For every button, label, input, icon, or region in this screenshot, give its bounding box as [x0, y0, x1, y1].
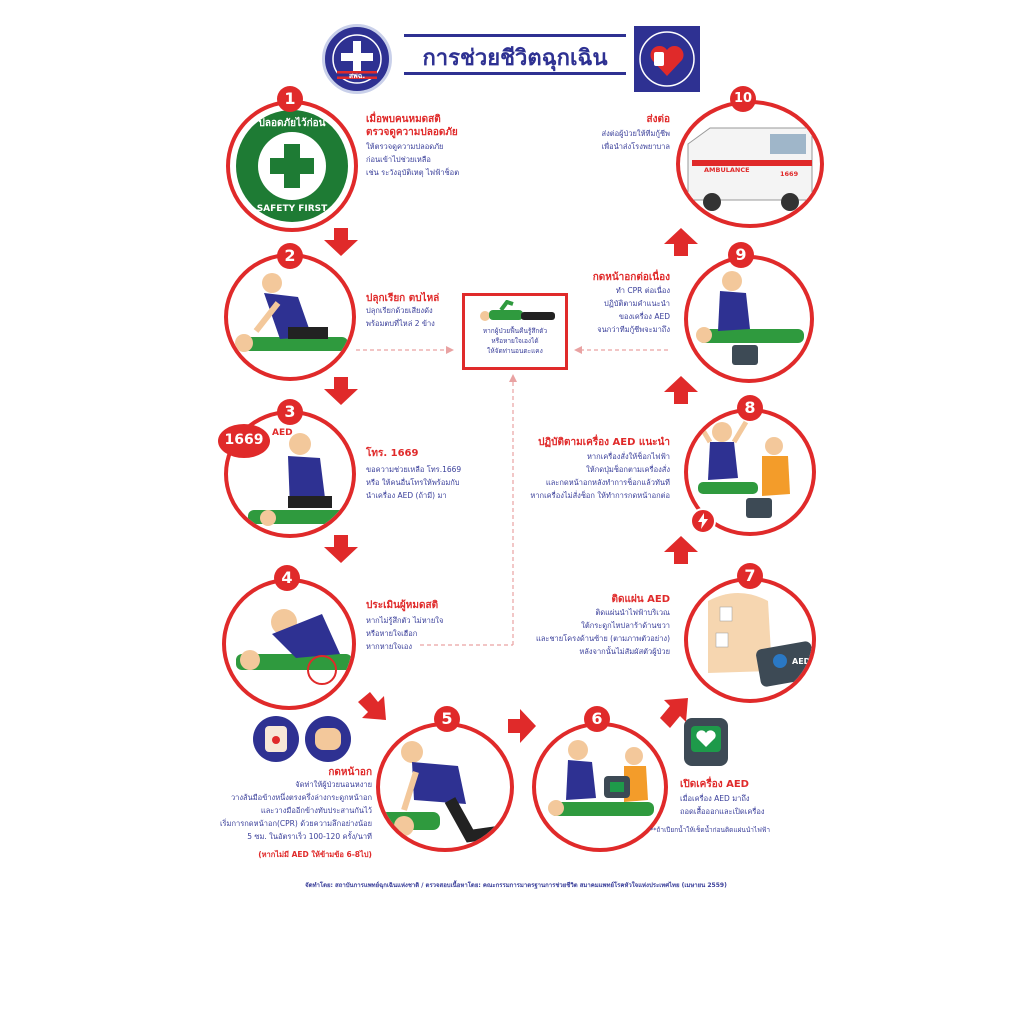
step-6-number: 6: [584, 706, 610, 732]
step-1-number: 1: [277, 86, 303, 112]
ambulance-label: AMBULANCE: [704, 166, 750, 174]
step-9-number: 9: [728, 242, 754, 268]
step-6-body: เมื่อเครื่อง AED มาถึง ถอดเสื้อออกและเปิ…: [680, 794, 765, 816]
arrow-9-10: [664, 228, 698, 256]
step-2-body: ปลุกเรียกด้วยเสียงดัง พร้อมตบที่ไหล่ 2 ข…: [366, 306, 435, 328]
wake-patient-illustration: [235, 273, 348, 352]
ambulance-icon: [687, 127, 813, 211]
step-8-body: หากเครื่องสั่งให้ช็อกไฟฟ้า ให้กดปุ่มช็อก…: [530, 452, 670, 500]
phone-call-illustration: [248, 433, 348, 526]
header: สพฉ. การช่วยชีวิตฉุกเฉิน: [318, 20, 708, 98]
step-6-circle: [532, 722, 668, 852]
arrow-5-6: [508, 709, 536, 743]
step-9-circle: [684, 255, 814, 383]
step-10-body: ส่งต่อผู้ป่วยให้ทีมกู้ชีพ เพื่อนำส่งโรงพ…: [601, 129, 670, 151]
call-1669-bubble: 1669: [218, 424, 270, 458]
step-7-body: ติดแผ่นนำไฟฟ้าบริเวณ ใต้กระดูกไหปลาร้าด้…: [535, 608, 670, 656]
ambulance-number: 1669: [780, 170, 799, 178]
center-box-text: หากผู้ป่วยฟื้นคืนรู้สึกตัว หรือหายใจเองไ…: [482, 327, 548, 355]
badge-top-text: ปลอดภัยไว้ก่อน: [258, 118, 326, 129]
step-4-title: ประเมินผู้หมดสติ: [366, 600, 439, 611]
step-7-number: 7: [737, 563, 763, 589]
logo-text: สพฉ.: [348, 72, 366, 80]
step-6-title: เปิดเครื่อง AED: [680, 779, 749, 790]
step-1-body: ให้ตรวจดูความปลอดภัย ก่อนเข้าไปช่วยเหลือ…: [366, 142, 460, 177]
step-5-number: 5: [434, 706, 460, 732]
step-4-body: หากไม่รู้สึกตัว ไม่หายใจ หรือหายใจเฮือก …: [366, 616, 444, 651]
step-8-title: ปฏิบัติตามเครื่อง AED แนะนำ: [538, 437, 670, 448]
step-1-circle: ปลอดภัยไว้ก่อน SAFETY FIRST: [226, 100, 358, 232]
step-3-number: 3: [277, 399, 303, 425]
step-7-circle: AED: [684, 577, 816, 703]
cpr-compression-illustration: [380, 741, 499, 843]
step-5-title: กดหน้าอก: [328, 767, 372, 778]
heart-association-logo: [634, 26, 700, 92]
aed-device-label: AED: [792, 657, 811, 666]
step-6-note: **ถ้าเปียกน้ำให้เช็ดน้ำก่อนติดแผ่นนำไฟฟ้…: [650, 826, 771, 834]
hand-position-icon-1: [253, 716, 299, 762]
step-8-number: 8: [737, 395, 763, 421]
safety-first-badge-icon: [236, 110, 348, 222]
aed-pads-illustration: [708, 593, 812, 687]
shock-button-icon: [690, 508, 716, 534]
assess-breathing-illustration: [236, 609, 352, 685]
title-underline-top: [404, 34, 626, 37]
step-3-body: ขอความช่วยเหลือ โทร.1669 หรือ ให้คนอื่นโ…: [366, 465, 462, 500]
ems-logo: สพฉ.: [322, 24, 392, 94]
arrow-1-2: [324, 228, 358, 256]
step-1-title: เมื่อพบคนหมดสติ ตรวจดูความปลอดภัย: [366, 114, 458, 138]
step-5-note: (หากไม่มี AED ให้ข้ามข้อ 6-8ไป): [258, 850, 372, 859]
continue-cpr-illustration: [696, 271, 804, 365]
badge-bottom-text: SAFETY FIRST: [256, 204, 328, 214]
arrow-8-9: [664, 376, 698, 404]
step-2-circle: [224, 253, 356, 381]
recovery-position-icon: [480, 300, 555, 321]
step-7-title: ติดแผ่น AED: [611, 594, 670, 605]
step-10-number: 10: [730, 86, 756, 112]
arrow-7-8: [664, 536, 698, 564]
aed-tag: AED: [272, 428, 293, 438]
step-9-body: ทำ CPR ต่อเนื่อง ปฏิบัติตามคำแนะนำ ของเค…: [597, 286, 670, 334]
step-10-title: ส่งต่อ: [646, 114, 671, 125]
title-underline-bottom: [404, 72, 626, 75]
follow-aed-illustration: [695, 420, 790, 518]
arrow-2-3: [324, 377, 358, 405]
step-9-title: กดหน้าอกต่อเนื่อง: [592, 272, 670, 283]
step-2-title: ปลุกเรียก ตบไหล่: [366, 293, 440, 304]
footer-credit: จัดทำโดย: สถาบันการแพทย์ฉุกเฉินแห่งชาติ …: [305, 882, 727, 889]
page-title: การช่วยชีวิตฉุกเฉิน: [422, 46, 608, 71]
step-10-circle: AMBULANCE 1669: [676, 100, 824, 228]
aed-device-icon: [684, 718, 728, 766]
hand-position-icon-2: [305, 716, 351, 762]
bubble-text: 1669: [224, 432, 264, 448]
step-2-number: 2: [277, 243, 303, 269]
arrow-4-5: [358, 692, 386, 720]
step-5-circle: [376, 722, 514, 852]
step-4-number: 4: [274, 565, 300, 591]
step-3-title: โทร. 1669: [366, 448, 419, 459]
open-aed-illustration: [548, 740, 654, 816]
step-4-circle: [222, 578, 356, 710]
arrow-3-4: [324, 535, 358, 563]
recovery-position-box: หากผู้ป่วยฟื้นคืนรู้สึกตัว หรือหายใจเองไ…: [462, 293, 568, 370]
step-3-circle: [224, 410, 356, 538]
step-5-body: จัดท่าให้ผู้ป่วยนอนหงาย วางส้นมือข้างหนึ…: [219, 780, 372, 841]
